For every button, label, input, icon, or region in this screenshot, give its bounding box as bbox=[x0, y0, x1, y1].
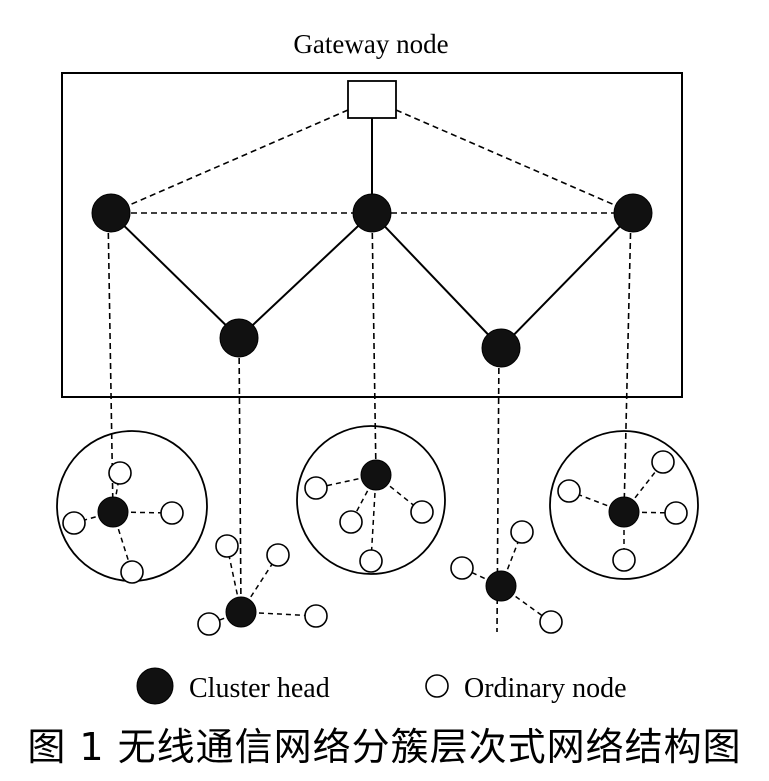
cluster-boundary-3 bbox=[296, 425, 446, 575]
ordinary-node bbox=[62, 511, 86, 535]
dashed-cluster-links bbox=[107, 212, 632, 633]
ordinary-node bbox=[160, 501, 184, 525]
ordinary-node bbox=[120, 560, 144, 584]
cluster-boundary-5 bbox=[549, 430, 699, 580]
backbone-cluster-head bbox=[613, 193, 653, 233]
cluster-head bbox=[608, 496, 640, 528]
ordinary-node bbox=[539, 610, 563, 634]
legend-cluster-head-icon bbox=[136, 667, 174, 705]
legend-ordinary-node-icon bbox=[425, 674, 449, 698]
backbone-cluster-head bbox=[352, 193, 392, 233]
gateway-node-label: Gateway node bbox=[293, 29, 448, 59]
backbone-cluster-head bbox=[481, 328, 521, 368]
ordinary-node bbox=[304, 476, 328, 500]
legend-ordinary-node-label: Ordinary node bbox=[464, 673, 627, 704]
cluster-head bbox=[360, 459, 392, 491]
backbone-frame bbox=[61, 72, 683, 398]
ordinary-node bbox=[304, 604, 328, 628]
solid-links bbox=[110, 118, 634, 349]
ordinary-node bbox=[359, 549, 383, 573]
cluster-head bbox=[97, 496, 129, 528]
ordinary-node bbox=[557, 479, 581, 503]
ordinary-node bbox=[664, 501, 688, 525]
ordinary-node bbox=[450, 556, 474, 580]
ordinary-node bbox=[651, 450, 675, 474]
backbone-cluster-head bbox=[91, 193, 131, 233]
legend-cluster-head-label: Cluster head bbox=[189, 673, 330, 704]
cluster-heads bbox=[91, 193, 653, 628]
cluster-boundary-1 bbox=[56, 430, 208, 582]
ordinary-node bbox=[612, 548, 636, 572]
ordinary-node bbox=[339, 510, 363, 534]
ordinary-node bbox=[266, 543, 290, 567]
figure-caption: 图 1 无线通信网络分簇层次式网络结构图 bbox=[27, 725, 742, 769]
cluster-head bbox=[225, 596, 257, 628]
ordinary-node bbox=[108, 461, 132, 485]
ordinary-nodes bbox=[62, 450, 688, 636]
ordinary-node bbox=[215, 534, 239, 558]
ordinary-node bbox=[510, 520, 534, 544]
legend: Cluster head Ordinary node bbox=[136, 667, 627, 705]
cluster-head bbox=[485, 570, 517, 602]
gateway-node bbox=[347, 80, 397, 119]
ordinary-node bbox=[197, 612, 221, 636]
ordinary-node bbox=[410, 500, 434, 524]
backbone-cluster-head bbox=[219, 318, 259, 358]
